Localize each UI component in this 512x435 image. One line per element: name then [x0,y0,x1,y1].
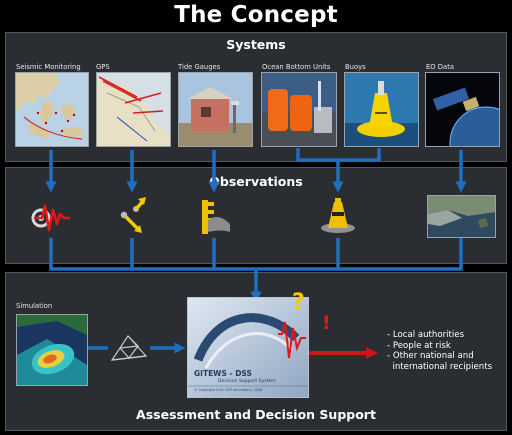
dss-subtitle: Decision Support System [218,379,276,384]
system-label-tide: Tide Gauges [178,63,221,71]
observations-title: Observations [209,174,303,189]
gps-arrows-icon [112,195,152,241]
dss-screen-image: GITEWS - DSS Decision Support System © C… [187,297,309,398]
network-icon [108,330,150,370]
dss-copyright: © Copyright DLR, GFZ and others, 2006 [194,388,263,392]
seismic-map-image [15,72,89,147]
simulation-label: Simulation [16,302,53,310]
system-label-obu: Ocean Bottom Units [262,63,331,71]
system-label-gps: GPS [96,63,110,71]
recipient-item: international recipients [387,361,493,372]
obu-buoy-bracket [296,148,381,162]
system-label-seismic: Seismic Monitoring [16,63,81,71]
warning-question-mark: ? [292,290,305,315]
warning-exclamation-mark: ! [322,312,331,334]
dss-brand: GITEWS - DSS [194,369,252,378]
assessment-title: Assessment and Decision Support [136,407,376,422]
system-label-eo: EO Data [426,63,455,71]
systems-title: Systems [226,37,286,52]
page-title: The Concept [174,2,338,28]
ocean-bottom-unit-image [261,72,337,147]
eo-satellite-image [425,72,500,147]
recipient-item: - People at risk [387,340,451,351]
recipient-item: - Other national and [387,351,474,361]
recipients-list: - Local authorities - People at risk - O… [387,330,492,372]
system-label-buoys: Buoys [345,63,366,71]
gps-map-image [96,72,171,147]
buoy-image [344,72,419,147]
seismograph-icon [30,200,72,238]
eo-data-image [427,195,496,238]
observations-collector [49,238,463,271]
buoy-icon [318,196,358,240]
recipient-item: - Local authorities [387,330,465,340]
observations-panel: Observations [5,167,507,264]
tide-gauge-icon [196,196,234,240]
blue-arrows [45,148,467,354]
simulation-image [16,314,88,386]
tide-gauge-image [178,72,253,147]
